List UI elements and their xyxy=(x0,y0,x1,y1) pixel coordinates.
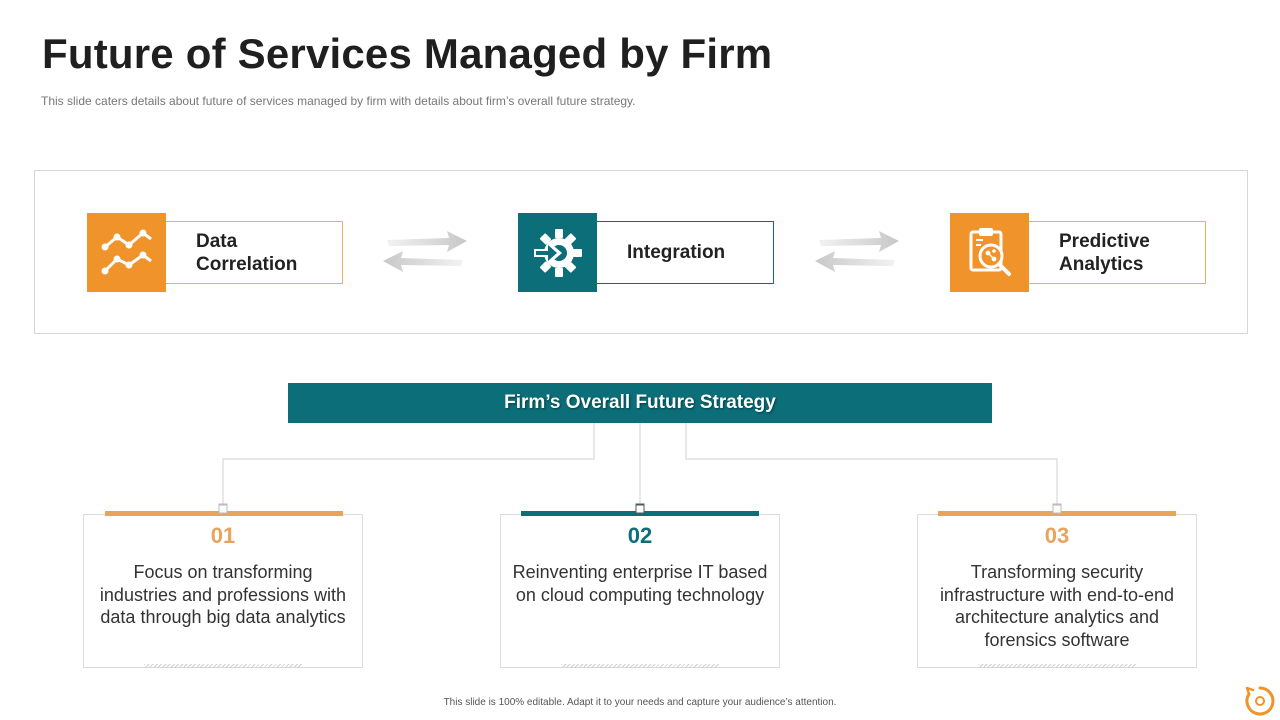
service-label: Data Correlation xyxy=(166,221,343,284)
gear-arrow-icon xyxy=(518,213,597,292)
service-label: Integration xyxy=(597,221,774,284)
bidirectional-arrows-icon xyxy=(383,231,467,272)
service-label-line1: Data xyxy=(196,230,238,252)
card-hatch-decoration xyxy=(978,664,1136,668)
bidirectional-arrows-icon xyxy=(815,231,899,272)
strategy-card-2: 02 Reinventing enterprise IT based on cl… xyxy=(500,514,780,668)
strategy-number: 02 xyxy=(627,523,653,548)
service-label-line2: Analytics xyxy=(1059,253,1144,275)
services-panel xyxy=(34,170,1248,334)
page-title: Future of Services Managed by Firm xyxy=(42,30,773,77)
service-label-line2: Correlation xyxy=(196,253,298,275)
clipboard-search-icon xyxy=(950,213,1029,292)
service-label-line1: Predictive xyxy=(1059,230,1150,252)
strategy-number: 03 xyxy=(1044,523,1070,548)
strategy-card-1: 01 Focus on transforming industries and … xyxy=(83,514,363,668)
line-chart-icon xyxy=(87,213,166,292)
strategy-header: Firm’s Overall Future Strategy xyxy=(288,383,992,423)
logo-icon xyxy=(1245,686,1275,716)
strategy-text: Reinventing enterprise IT based on cloud… xyxy=(512,562,768,605)
strategy-text: Transforming security infrastructure wit… xyxy=(939,562,1175,650)
strategy-text: Focus on transforming industries and pro… xyxy=(99,562,347,627)
strategy-card-3: 03 Transforming security infrastructure … xyxy=(917,514,1197,668)
service-label-line1: Integration xyxy=(627,242,726,263)
service-label: Predictive Analytics xyxy=(1029,221,1206,284)
footer-note: This slide is 100% editable. Adapt it to… xyxy=(443,697,837,708)
card-accent-bar xyxy=(938,511,1176,516)
strategy-number: 01 xyxy=(210,523,236,548)
card-accent-bar xyxy=(105,511,343,516)
card-accent-bar xyxy=(521,511,759,516)
card-hatch-decoration xyxy=(144,664,302,668)
card-hatch-decoration xyxy=(561,664,719,668)
page-subtitle: This slide caters details about future o… xyxy=(41,94,636,108)
